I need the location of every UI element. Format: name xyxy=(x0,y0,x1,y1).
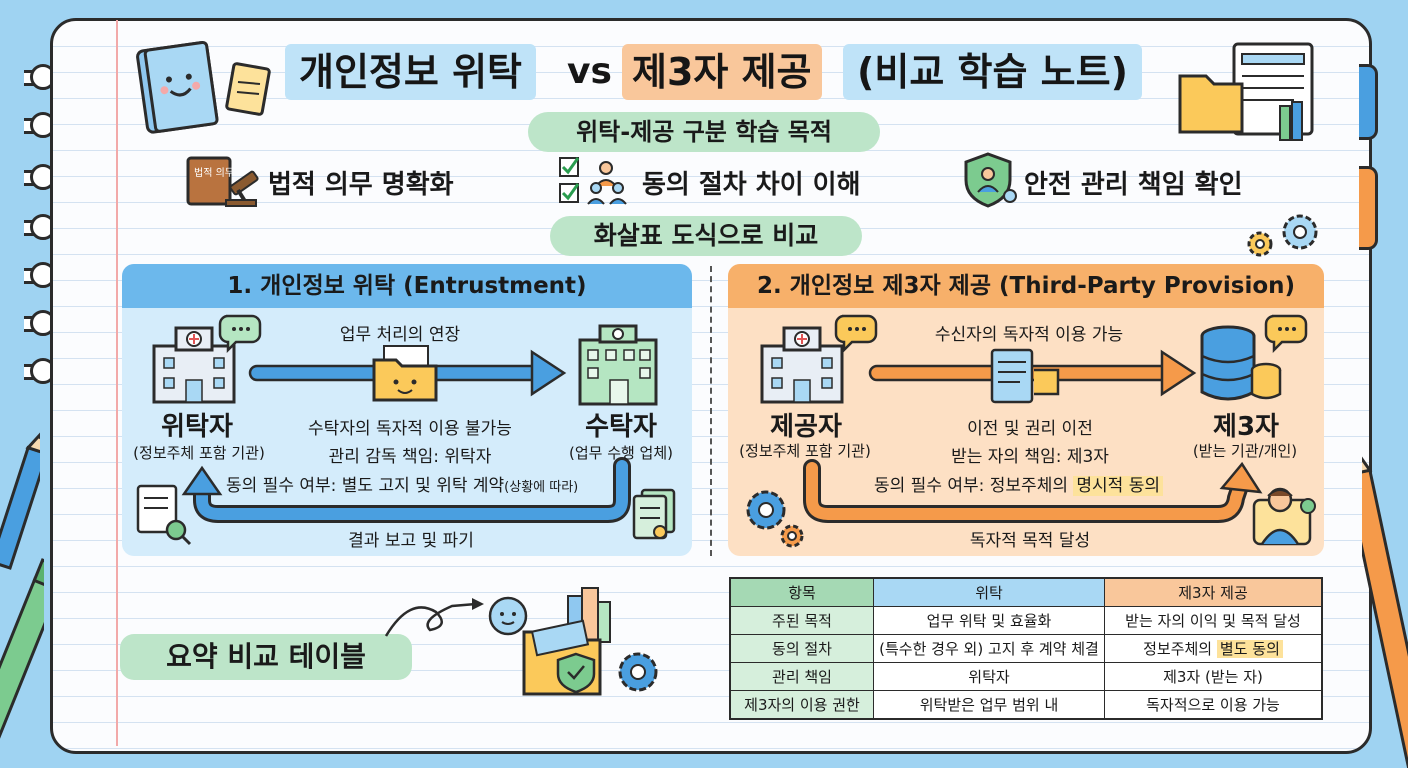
margin-line xyxy=(116,20,118,746)
table-cell-provide-text: 정보주체의 xyxy=(1143,640,1213,658)
entrustment-top-label: 업무 처리의 연장 xyxy=(339,325,461,345)
table-cell-item: 주된 목적 xyxy=(729,606,874,635)
title-study-note: (비교 학습 노트) xyxy=(843,44,1142,100)
table-cell-item: 관리 책임 xyxy=(729,662,874,691)
entrustee-subtitle: (업무 수행 업체) xyxy=(568,444,674,462)
entrustment-consent-main: 동의 필수 여부: 별도 고지 및 위탁 계약 xyxy=(226,476,505,496)
table-row: 제3자의 이용 권한 위탁받은 업무 범위 내 독자적으로 이용 가능 xyxy=(729,690,1323,720)
green-documents-icon xyxy=(632,488,676,540)
provision-line2: 받는 자의 책임: 제3자 xyxy=(951,447,1109,467)
entrustor-name: 위탁자 xyxy=(161,412,233,442)
provision-panel-header: 2. 개인정보 제3자 제공 (Third-Party Provision) xyxy=(728,264,1324,308)
database-icon xyxy=(1200,325,1282,401)
entrustment-consent: 동의 필수 여부: 별도 고지 및 위탁 계약(상황에 따라) xyxy=(226,471,606,496)
checklist-people-icon xyxy=(559,157,627,205)
hospital-building-icon xyxy=(760,326,844,404)
document-check-icon xyxy=(136,484,192,546)
title-entrustment: 개인정보 위탁 xyxy=(285,44,536,100)
folder-mascot-icon xyxy=(372,345,438,402)
purpose-item-legal: 법적 의무 명확화 xyxy=(268,170,454,200)
gears-icon xyxy=(1247,214,1318,257)
purpose-item-consent: 동의 절차 차이 이해 xyxy=(642,170,861,200)
table-header-entrustment: 위탁 xyxy=(873,577,1105,607)
provision-consent-highlight: 명시적 동의 xyxy=(1073,476,1163,496)
table-cell-provide: 제3자 (받는 자) xyxy=(1104,662,1323,691)
purpose-heading: 위탁-제공 구분 학습 목적 xyxy=(528,112,880,152)
third-party-subtitle: (받는 기관/개인) xyxy=(1192,442,1298,460)
table-row: 동의 절차 (특수한 경우 외) 고지 후 계약 체결 정보주체의 별도 동의 xyxy=(729,634,1323,663)
panel-divider xyxy=(710,266,712,556)
third-party-name: 제3자 xyxy=(1213,412,1279,442)
law-book-label: 법적 의무 xyxy=(194,167,234,179)
office-building-icon xyxy=(578,324,658,406)
shield-user-icon xyxy=(964,152,1017,208)
table-cell-entrust: (특수한 경우 외) 고지 후 계약 체결 xyxy=(873,634,1105,663)
summary-illustration xyxy=(384,587,658,696)
comparison-table: 항목 위탁 제3자 제공 주된 목적 업무 위탁 및 효율화 받는 자의 이익 … xyxy=(729,577,1323,720)
bottom-curved-arrow xyxy=(803,459,1263,523)
entrustment-panel-header: 1. 개인정보 위탁 (Entrustment) xyxy=(122,264,692,308)
orange-pencil-icon xyxy=(1362,441,1408,768)
provision-consent: 동의 필수 여부: 정보주체의 명시적 동의 xyxy=(874,471,1204,496)
title-vs: vs xyxy=(567,51,612,92)
table-cell-item: 동의 절차 xyxy=(729,634,874,663)
table-header-row: 항목 위탁 제3자 제공 xyxy=(729,577,1323,607)
provider-subtitle: (정보주체 포함 기관) xyxy=(739,442,871,460)
entrustor-subtitle: (정보주체 포함 기관) xyxy=(133,444,265,462)
table-cell-provide: 정보주체의 별도 동의 xyxy=(1104,634,1323,663)
document-transfer-icon xyxy=(990,348,1060,404)
table-row: 관리 책임 위탁자 제3자 (받는 자) xyxy=(729,662,1323,691)
person-receiver-icon xyxy=(1252,487,1316,546)
chat-bubble-icon xyxy=(488,596,528,636)
entrustment-line1: 수탁자의 독자적 이용 불가능 xyxy=(308,419,512,439)
gears-icon xyxy=(746,490,804,548)
table-header-third-party: 제3자 제공 xyxy=(1104,577,1323,607)
entrustment-bottom-label: 결과 보고 및 파기 xyxy=(348,531,474,551)
title-third-party: 제3자 제공 xyxy=(622,44,822,100)
entrustee-name: 수탁자 xyxy=(585,412,657,442)
hospital-building-icon xyxy=(152,326,236,404)
green-marker-icon xyxy=(0,549,44,758)
book-mascot-icon xyxy=(136,40,271,134)
speech-bubble-icon xyxy=(1264,314,1308,354)
provision-diagram xyxy=(746,314,1316,548)
law-book-gavel-icon: 법적 의무 xyxy=(186,156,259,208)
table-cell-provide: 받는 자의 이익 및 목적 달성 xyxy=(1104,606,1323,635)
table-cell-entrust: 업무 위탁 및 효율화 xyxy=(873,606,1105,635)
provision-top-label: 수신자의 독자적 이용 가능 xyxy=(934,325,1124,345)
provision-bottom-label: 독자적 목적 달성 xyxy=(969,531,1091,551)
blue-pencil-icon xyxy=(0,430,40,570)
arrow-diagram-heading: 화살표 도식으로 비교 xyxy=(550,216,862,256)
gear-icon xyxy=(618,652,658,692)
summary-table-label: 요약 비교 테이블 xyxy=(120,634,412,680)
provision-line1: 이전 및 권리 이전 xyxy=(967,419,1093,439)
table-cell-entrust: 위탁자 xyxy=(873,662,1105,691)
purpose-item-safety: 안전 관리 책임 확인 xyxy=(1024,170,1243,200)
table-cell-item: 제3자의 이용 권한 xyxy=(729,690,874,720)
provision-consent-main: 동의 필수 여부: 정보주체의 xyxy=(874,476,1068,496)
table-cell-provide-highlight: 별도 동의 xyxy=(1216,640,1283,658)
table-cell-provide: 독자적으로 이용 가능 xyxy=(1104,690,1323,720)
folder-shield-icon xyxy=(522,619,602,696)
speech-bubble-icon xyxy=(218,314,262,354)
entrustment-line2: 관리 감독 책임: 위탁자 xyxy=(328,447,492,467)
folder-documents-icon xyxy=(1178,42,1314,141)
provider-name: 제공자 xyxy=(770,412,842,442)
return-arrow xyxy=(181,457,631,523)
table-cell-entrust: 위탁받은 업무 범위 내 xyxy=(873,690,1105,720)
entrustment-diagram xyxy=(136,314,676,546)
page-tab-orange[interactable] xyxy=(1359,166,1378,250)
entrustment-consent-note: (상황에 따라) xyxy=(504,480,579,495)
speech-bubble-icon xyxy=(834,314,878,354)
table-row: 주된 목적 업무 위탁 및 효율화 받는 자의 이익 및 목적 달성 xyxy=(729,606,1323,635)
table-header-item: 항목 xyxy=(729,577,874,607)
page-tab-blue[interactable] xyxy=(1359,64,1378,140)
